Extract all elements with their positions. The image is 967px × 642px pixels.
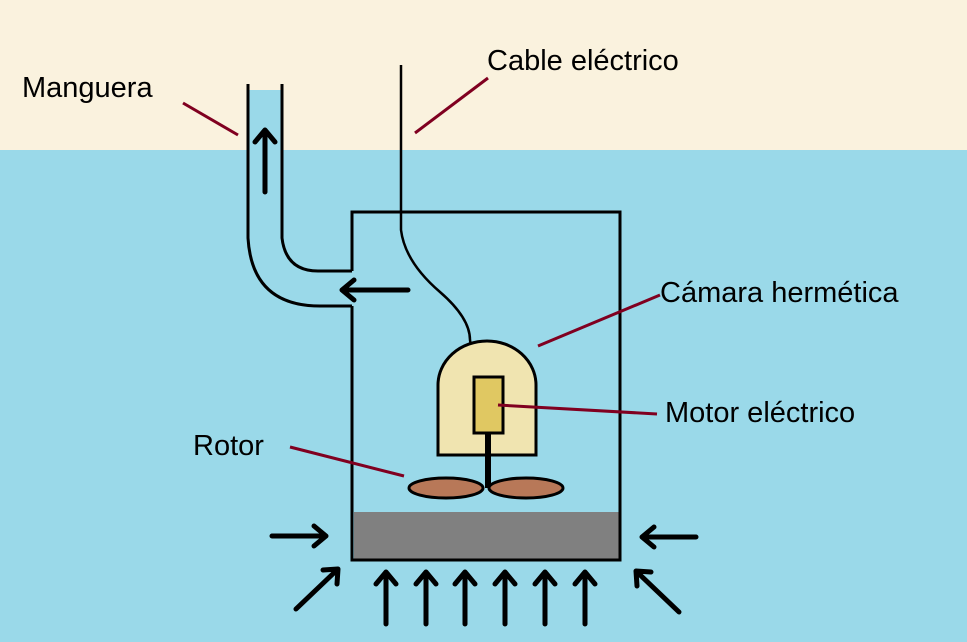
arrow-diagonal-icon	[633, 568, 682, 615]
rotor-blade-left	[407, 476, 485, 500]
arrow-diagonal-icon	[293, 566, 341, 612]
hose-outer-wall	[246, 84, 352, 308]
pump-base	[354, 512, 619, 559]
label-cable: Cable eléctrico	[487, 45, 679, 77]
chamber-leader-line	[537, 293, 661, 348]
arrow-up-icon	[252, 127, 278, 195]
motor-shaft	[485, 433, 491, 488]
air-region	[0, 0, 967, 150]
cable-leader-line	[414, 76, 489, 135]
arrow-left-icon	[639, 524, 699, 550]
label-hose: Manguera	[22, 72, 153, 104]
hose-leader-line	[182, 101, 239, 137]
label-chamber: Cámara hermética	[660, 277, 899, 309]
arrow-up-icon	[572, 569, 598, 627]
arrow-right-icon	[269, 523, 329, 549]
arrow-up-icon	[373, 569, 399, 627]
arrow-up-icon	[413, 569, 439, 627]
label-motor: Motor eléctrico	[665, 397, 855, 429]
motor-leader-line	[497, 403, 658, 416]
label-rotor: Rotor	[193, 430, 264, 462]
arrow-up-icon	[452, 569, 478, 627]
rotor-leader-line	[289, 445, 405, 478]
arrow-up-icon	[532, 569, 558, 627]
rotor-blade-right	[487, 476, 565, 500]
arrow-up-icon	[492, 569, 518, 627]
electric-cable	[399, 65, 478, 379]
flow-arrows	[252, 127, 699, 627]
hose-inner-wall	[280, 84, 352, 273]
pump-housing	[350, 210, 622, 562]
arrow-left-icon	[339, 277, 411, 303]
